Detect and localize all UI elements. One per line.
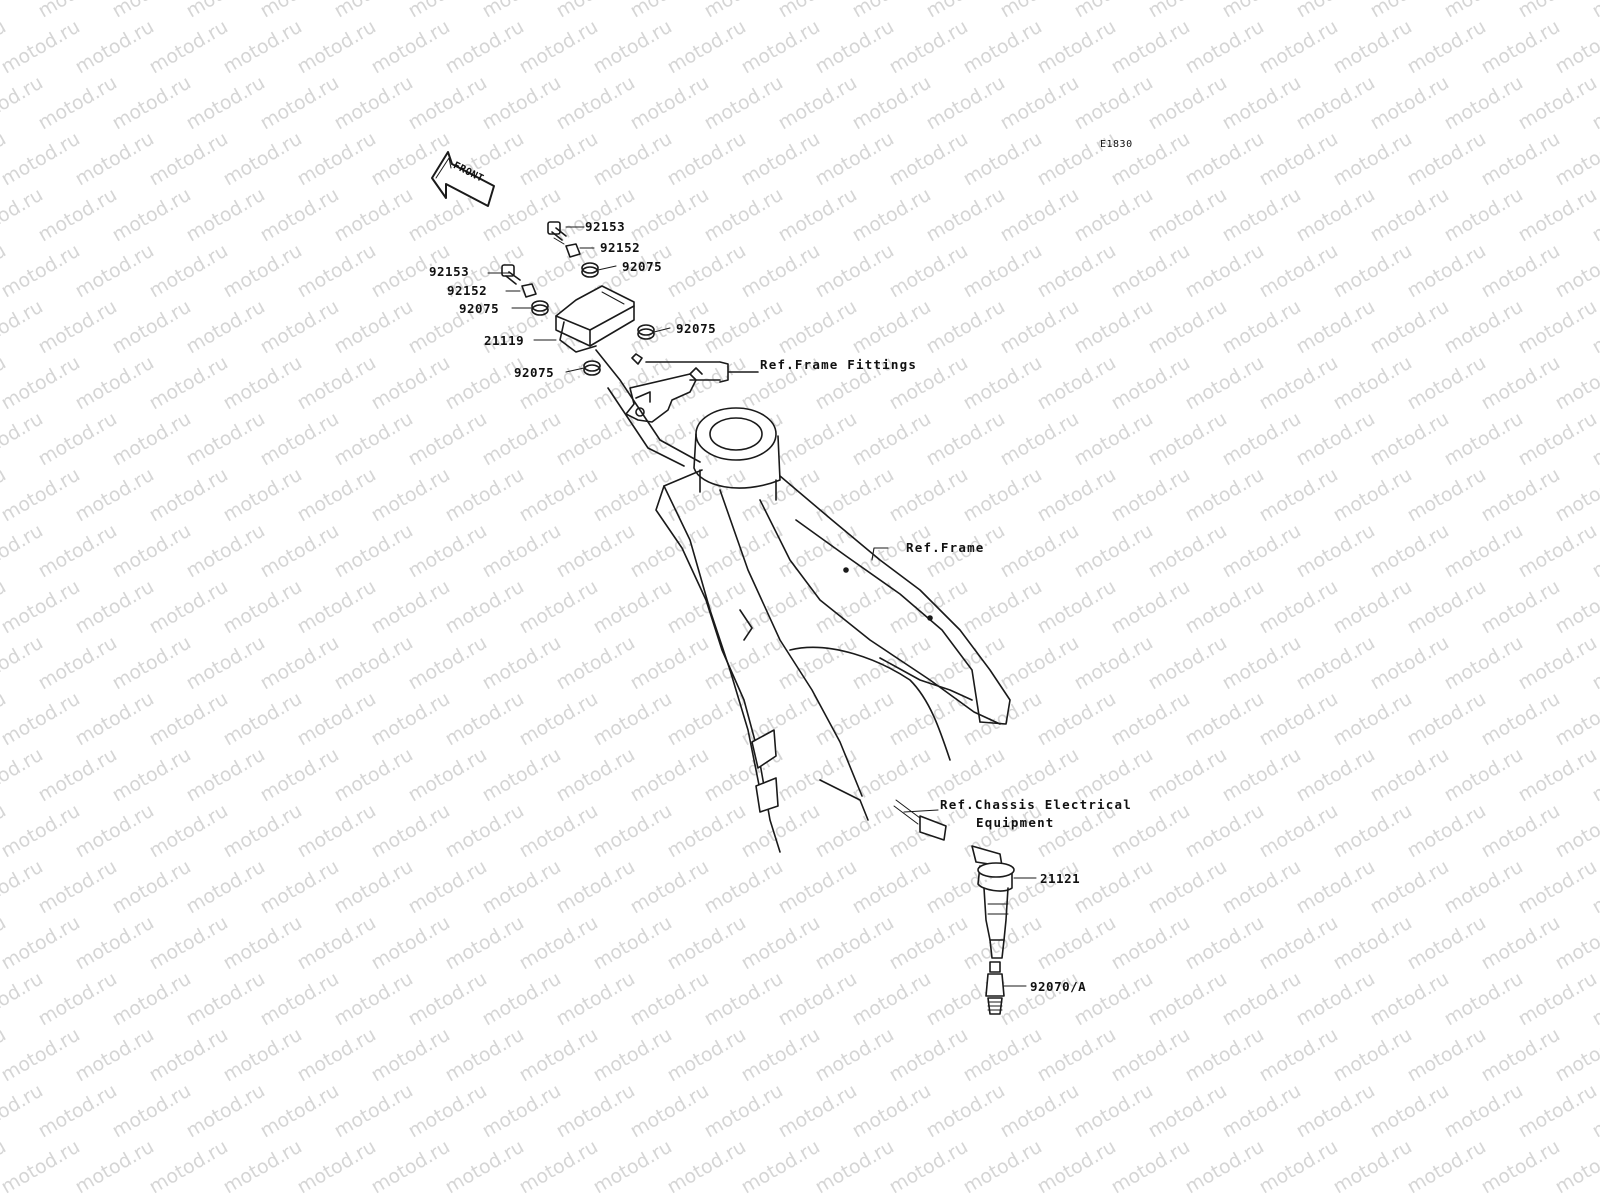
grommet-mid-right-icon — [637, 324, 655, 340]
bolt-left-icon — [501, 264, 521, 285]
frame-fittings-leader — [645, 361, 759, 383]
part-label-grommet-left[interactable]: 92075 — [459, 301, 500, 316]
part-label-spark-plug[interactable]: 92070/A — [1030, 979, 1087, 994]
diagram-code: E1830 — [1100, 139, 1133, 150]
part-label-collar-left[interactable]: 92152 — [447, 283, 488, 298]
part-label-grommet-lower[interactable]: 92075 — [514, 365, 555, 380]
igniter-unit-icon — [555, 285, 635, 353]
ref-frame[interactable]: Ref.Frame — [906, 540, 985, 555]
leader-lines — [487, 226, 1037, 987]
ref-frame-fittings[interactable]: Ref.Frame Fittings — [760, 357, 918, 372]
bolt-upper-icon — [547, 221, 567, 245]
grommet-upper-right-icon — [581, 262, 599, 278]
frame-fitting-bracket-icon — [625, 353, 703, 423]
spark-plug-icon — [985, 961, 1005, 1015]
grommet-left-icon — [531, 300, 549, 316]
part-label-ignition-coil[interactable]: 21121 — [1040, 871, 1081, 886]
collar-upper-icon — [565, 243, 581, 258]
part-label-igniter[interactable]: 21119 — [484, 333, 525, 348]
front-arrow-icon — [431, 151, 495, 207]
part-label-grommet-mid-right[interactable]: 92075 — [676, 321, 717, 336]
grommet-lower-icon — [583, 360, 601, 376]
frame-icon — [595, 349, 1011, 853]
part-label-bolt-upper[interactable]: 92153 — [585, 219, 626, 234]
ref-chassis-electrical-line1[interactable]: Ref.Chassis Electrical — [940, 797, 1132, 812]
ref-chassis-electrical-line2[interactable]: Equipment — [976, 815, 1055, 830]
part-label-grommet-upper-right[interactable]: 92075 — [622, 259, 663, 274]
part-label-collar-upper[interactable]: 92152 — [600, 240, 641, 255]
collar-left-icon — [521, 283, 537, 298]
ignition-coil-icon — [893, 799, 1015, 959]
part-label-bolt-left[interactable]: 92153 — [429, 264, 470, 279]
